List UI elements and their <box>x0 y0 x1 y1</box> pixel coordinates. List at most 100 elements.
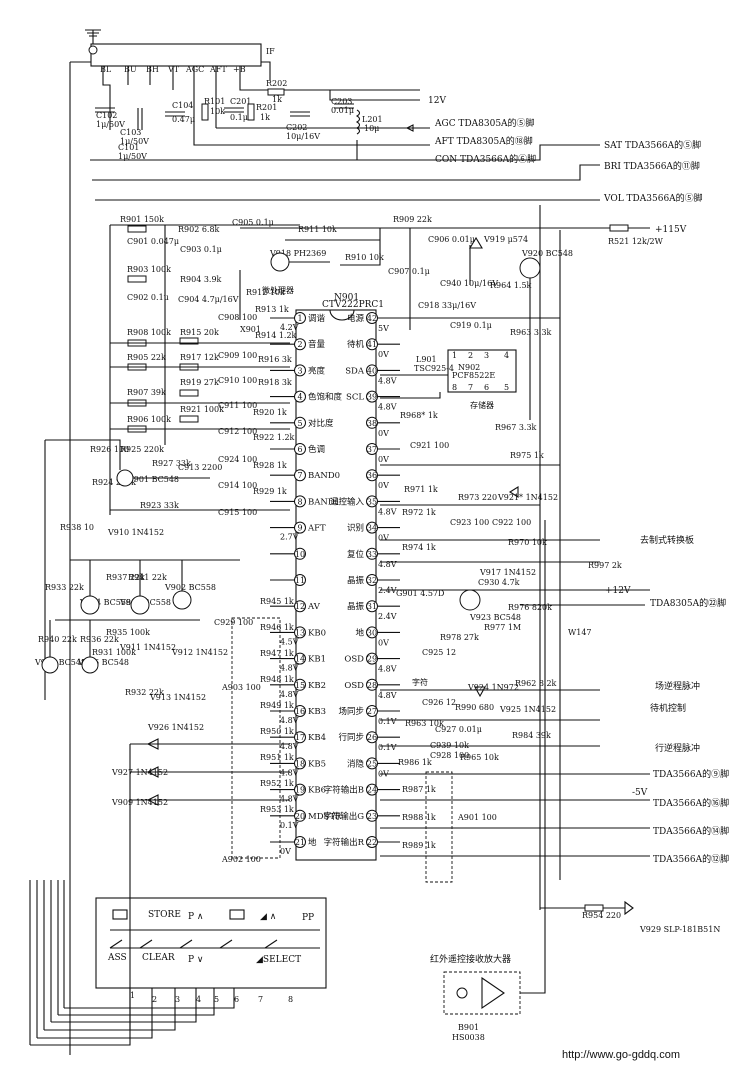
mcu-pin-voltage: 0.1V <box>378 717 397 726</box>
eeprom-pin6: 6 <box>484 383 489 392</box>
ir-receiver-part: HS0038 <box>452 1033 485 1042</box>
c103-val: 1μ/50V <box>120 137 149 146</box>
r923-ref: R923 33k <box>140 501 179 510</box>
v902-ref: V902 BC558 <box>164 583 216 592</box>
mcu-pin-label: 晶振 <box>347 575 365 586</box>
mcu-pin-voltage: 4.8V <box>280 690 299 699</box>
r904-ref: R904 3.9k <box>180 275 222 284</box>
ext-tda3566-9-label: TDA3566A的⑨脚 <box>653 768 729 780</box>
r941-ref: R941 22k <box>128 573 167 582</box>
c905-ref: C905 0.1μ <box>232 218 274 227</box>
v919-ref: V919 μ574 <box>483 235 528 244</box>
mcu-pin-label: 晶振 <box>347 601 365 612</box>
l901-ref: L901 <box>416 355 437 364</box>
c904-ref: C904 4.7μ/16V <box>178 295 239 304</box>
r947-ref: R947 1k <box>260 649 294 658</box>
mcu-pin-voltage: 0.1V <box>280 821 299 830</box>
mcu-pin-label: 亮度 <box>308 365 326 376</box>
c908-ref: C908 100 <box>218 313 257 322</box>
r202-ref: R202 <box>266 79 287 88</box>
osd-osc-note: 字符 <box>412 677 428 687</box>
r924-ref: R924 220k <box>92 478 136 487</box>
ext-tda8305-22-label: TDA8305A的㉒脚 <box>650 597 726 609</box>
mcu-pin-number: 25 <box>367 759 377 768</box>
key-vol-up-label: ◢ ∧ <box>260 912 276 922</box>
eeprom-pin3: 3 <box>484 351 489 360</box>
r914-ref: R914 1.2k <box>255 331 297 340</box>
mcu-pin-number: 19 <box>295 786 305 795</box>
mcu-pin-number: 28 <box>367 681 377 690</box>
mcu-pin-label: AFT <box>307 524 326 534</box>
r940-ref: R940 22k <box>38 635 77 644</box>
c925-ref: C925 12 <box>422 648 456 657</box>
r935-ref: R935 100k <box>106 628 150 637</box>
mcu-pin-number: 37 <box>367 445 377 454</box>
r929-ref: R929 1k <box>253 487 287 496</box>
c201-ref: C201 <box>230 97 251 106</box>
c906-ref: C906 0.01μ <box>428 235 475 244</box>
v925-ref: V925 1N4152 <box>499 705 556 714</box>
mcu-pin-label: 识别 <box>347 524 364 534</box>
r963b-ref: R963 10k <box>405 719 444 728</box>
tuner-pin-bu: BU <box>124 65 137 74</box>
rail-115v-label: +115V <box>655 225 687 235</box>
c921-ref: C921 100 <box>410 441 449 450</box>
c901-ref: C901 0.047μ <box>127 237 179 246</box>
r973-ref: R973 220 <box>458 493 497 502</box>
mcu-pin-label: AV <box>307 602 321 612</box>
rail-minus5v-label: -5V <box>632 788 648 798</box>
c929-ref: C929 100 <box>214 618 253 627</box>
mcu-pin-11: 11 <box>270 574 306 586</box>
r953-ref: R953 1k <box>260 805 294 814</box>
key-store-label: STORE <box>148 910 181 920</box>
r903-ref: R903 100k <box>127 265 171 274</box>
r989-ref: R989 1k <box>402 841 436 850</box>
ext-standby-label: 待机控制 <box>650 702 686 714</box>
r977-ref: R977 1M <box>484 623 521 632</box>
v917-ref: V917 1N4152 <box>479 568 536 577</box>
av-switch-cluster: R938 10 V910 1N4152 R933 22k R937 22k R9… <box>34 523 240 697</box>
mcu-pin-number: 32 <box>367 576 377 585</box>
v924-ref: V924 1N972 <box>467 683 519 692</box>
band-switch-transistors: R926 100 R925 220k R924 220k V901 BC548 … <box>44 439 290 700</box>
watermark-url: http://www.go-gddq.com <box>562 1049 680 1061</box>
mcu-pin-number: 13 <box>295 628 305 637</box>
mcu-pin-number: 22 <box>367 838 377 847</box>
v904-ref: V904 BC558 <box>79 598 131 607</box>
ext-vol-label: VOL TDA3566A的⑤脚 <box>603 192 703 204</box>
c102-val: 1μ/50V <box>96 120 125 129</box>
keypad-pin2: 2 <box>152 995 157 1004</box>
mcu-pin-label: KB2 <box>308 681 326 691</box>
r921-ref: R921 100k <box>180 405 224 414</box>
key-pp-label: PP <box>302 913 314 923</box>
r971-ref: R971 1k <box>404 485 438 494</box>
rail-12v-label: 12V <box>428 96 446 106</box>
keypad-pin1: 1 <box>130 991 135 1000</box>
mcu-pin-number: 27 <box>367 707 377 716</box>
top-passive-components: C102 1μ/50V C103 1μ/50V C104 0.47μ R101 … <box>95 79 383 161</box>
mcu-pin-number: 26 <box>367 733 377 742</box>
c914-ref: C914 100 <box>218 481 257 490</box>
r990-ref: R990 680 <box>455 703 494 712</box>
mcu-pin-label: KB0 <box>308 628 326 638</box>
ext-con-label: CON TDA3566A的⑥脚 <box>435 153 536 165</box>
mcu-pin-voltage: 2.7V <box>280 533 299 542</box>
tuner-pin-bh: BH <box>146 65 159 74</box>
ext-vsync-label: 场逆程脉冲 <box>655 680 700 692</box>
mcu-pin-number: 16 <box>295 707 305 716</box>
mcu-pin-number: 2 <box>297 340 302 349</box>
ext-agc-label: AGC TDA8305A的⑤脚 <box>434 117 535 129</box>
c922-ref: C922 100 <box>492 518 531 527</box>
v910-ref: V910 1N4152 <box>107 528 164 537</box>
